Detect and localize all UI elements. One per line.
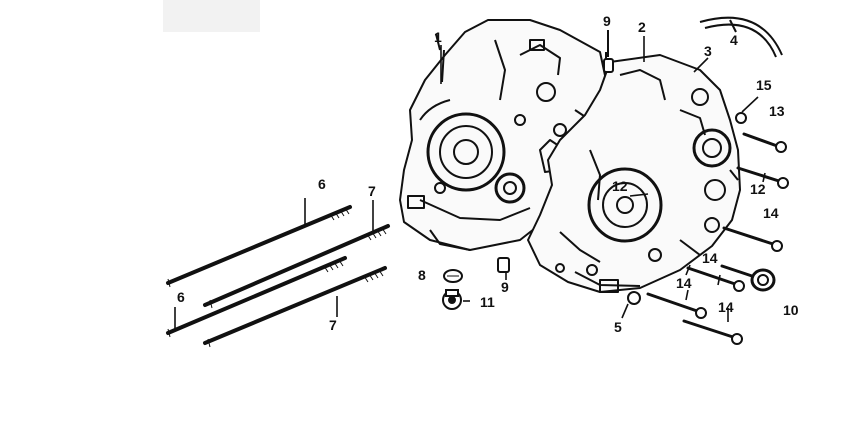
callout-5: 5 [614, 319, 622, 335]
breather-tube [699, 16, 783, 58]
callout-14a: 14 [763, 205, 779, 221]
stud-threads [167, 207, 387, 348]
callout-14b: 14 [702, 250, 718, 266]
callout-14c: 14 [676, 275, 692, 291]
right-crankcase-half [527, 52, 741, 293]
callout-9b: 9 [501, 279, 509, 295]
bolt-heads [627, 112, 789, 345]
callout-8: 8 [418, 267, 426, 283]
callout-7b: 7 [329, 317, 337, 333]
dowel-pin-top [603, 30, 614, 73]
small-fittings [442, 257, 510, 310]
callout-13: 13 [769, 103, 785, 119]
long-studs [166, 205, 390, 345]
callout-4: 4 [730, 32, 738, 48]
callout-11: 11 [480, 294, 495, 310]
callout-6a: 6 [318, 176, 326, 192]
callout-9a: 9 [603, 13, 611, 29]
callout-3: 3 [704, 43, 712, 59]
bolts [646, 132, 784, 340]
callout-7a: 7 [368, 183, 376, 199]
callout-2: 2 [638, 19, 646, 35]
callout-12b: 12 [750, 181, 766, 197]
callout-15: 15 [756, 77, 772, 93]
callout-12a: 12 [612, 178, 628, 194]
background-patch [163, 0, 260, 32]
callout-10: 10 [783, 302, 799, 318]
callout-6b: 6 [177, 289, 185, 305]
callout-14d: 14 [718, 299, 734, 315]
callout-1: 1 [434, 29, 442, 45]
